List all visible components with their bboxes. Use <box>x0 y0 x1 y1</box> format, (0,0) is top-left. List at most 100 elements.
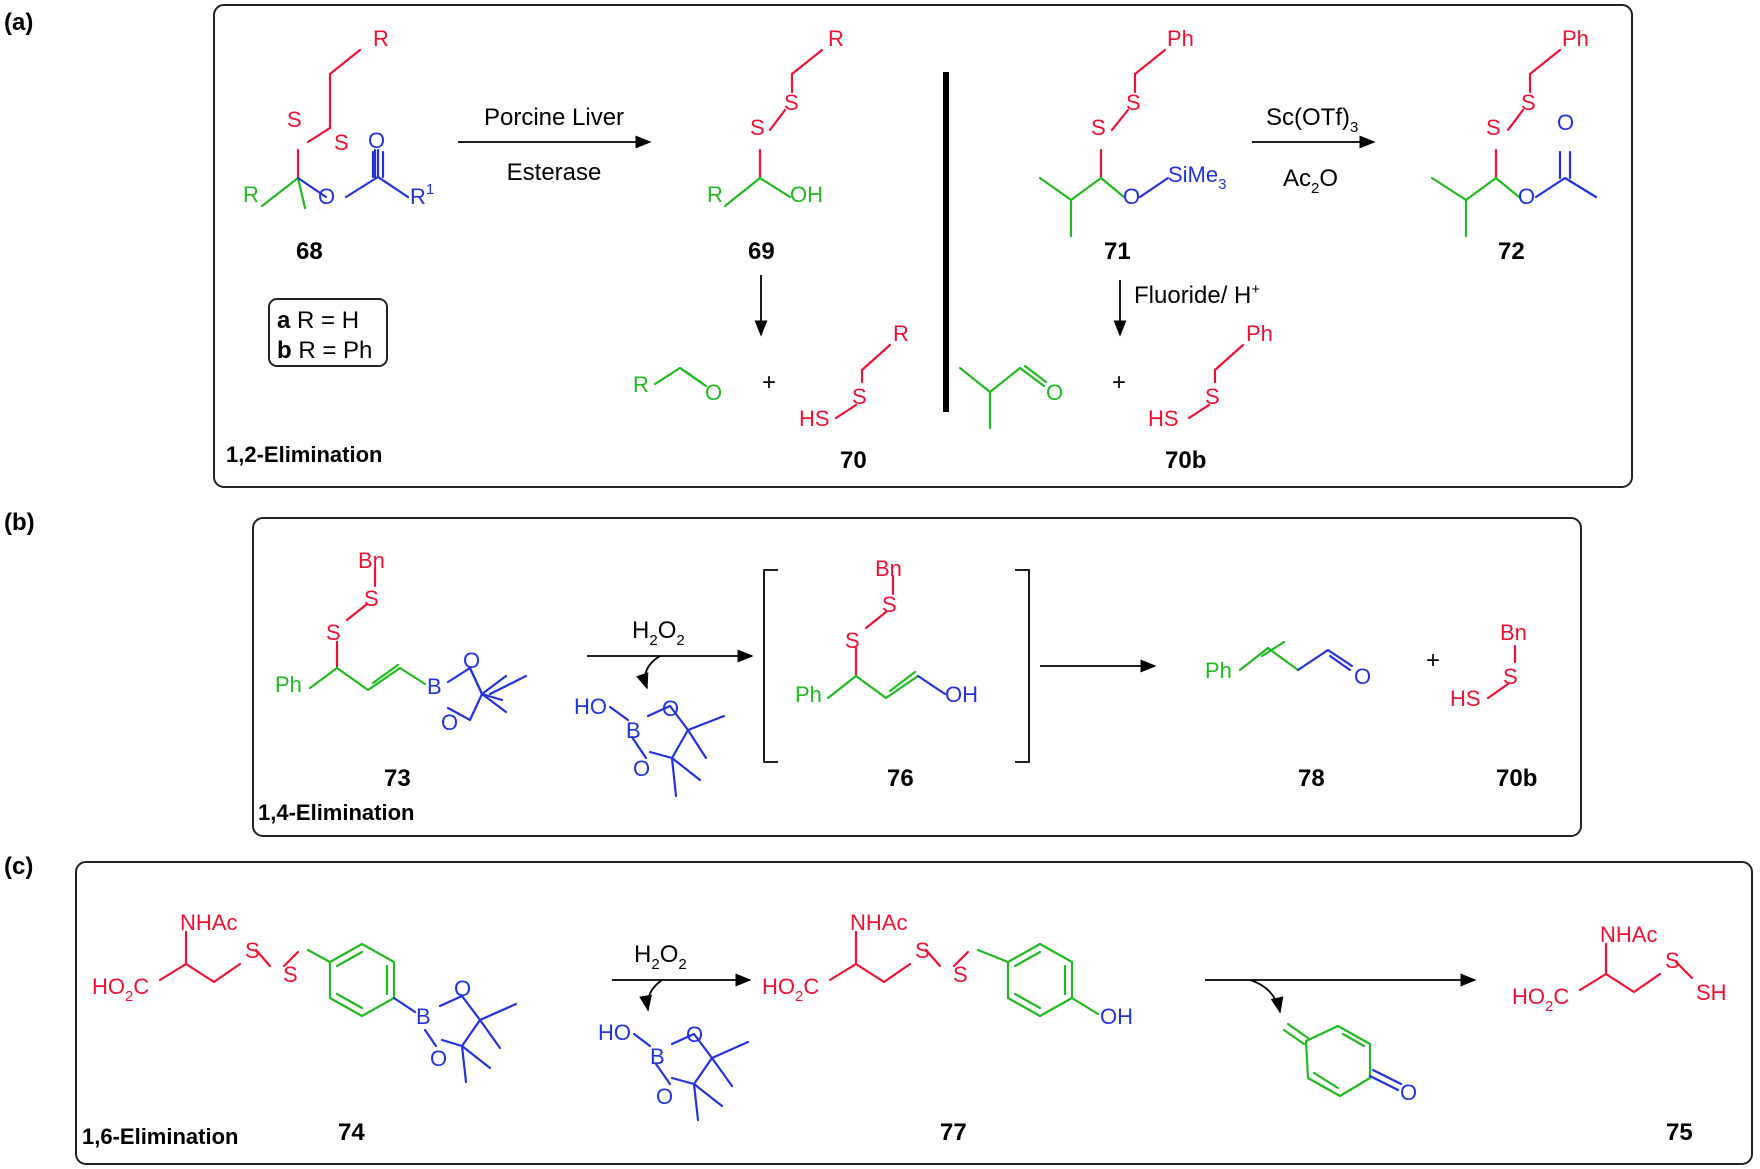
aldehyde-product-isobutyr: O <box>958 364 1063 430</box>
panel-a: (a) R S S R O O R1 68 a <box>4 4 1633 488</box>
compound-68: R S S R O O R1 68 <box>243 26 434 265</box>
panel-c-label: (c) <box>4 853 33 880</box>
atom-o: O <box>1400 1080 1417 1105</box>
bracket-left <box>763 569 778 763</box>
atom-s: S <box>245 938 260 963</box>
compound-number-75: 75 <box>1666 1119 1693 1146</box>
atom-o: O <box>1123 184 1140 209</box>
compound-76: Bn S S Ph OH 76 <box>795 556 978 792</box>
atom-b: B <box>416 1004 431 1029</box>
reagent-h2o2-b: H2O2 <box>632 617 685 649</box>
compound-number-70: 70 <box>840 447 867 474</box>
atom-o: O <box>441 710 458 735</box>
atom-oh: OH <box>1100 1004 1133 1029</box>
atom-ho2c: HO2C <box>92 974 149 1005</box>
atom-hs: HS <box>1450 686 1481 711</box>
compound-number-77: 77 <box>940 1119 967 1146</box>
compound-77: NHAc HO2C S S OH 77 <box>762 910 1133 1146</box>
atom-r1: R1 <box>410 181 434 209</box>
atom-o: O <box>368 128 385 153</box>
atom-s: S <box>326 620 341 645</box>
compound-number-76: 76 <box>887 765 914 792</box>
reagent-h2o2-c: H2O2 <box>634 941 687 973</box>
panel-b: (b) Bn S S Ph B O O 73 H2 <box>4 509 1582 837</box>
compound-71: Ph S S O SiMe3 71 <box>1038 26 1226 265</box>
atom-hs: HS <box>799 406 830 431</box>
atom-s: S <box>1665 948 1680 973</box>
atom-nhac: NHAc <box>180 910 237 935</box>
atom-s: S <box>845 628 860 653</box>
atom-s: S <box>915 938 930 963</box>
atom-bn: Bn <box>1500 620 1527 645</box>
atom-sime3: SiMe3 <box>1168 162 1226 193</box>
atom-r: R <box>633 372 649 397</box>
atom-ho: HO <box>574 694 607 719</box>
atom-sh: SH <box>1696 980 1727 1005</box>
curved-arrow-b <box>636 655 661 690</box>
atom-r: R <box>243 182 259 207</box>
atom-oh: OH <box>790 182 823 207</box>
atom-ph: Ph <box>1246 321 1273 346</box>
compound-69: R S S R OH 69 <box>707 26 844 265</box>
atom-r: R <box>828 26 844 51</box>
reagent-fluoride: Fluoride/ H+ <box>1134 281 1260 309</box>
atom-r: R <box>373 26 389 51</box>
atom-ph: Ph <box>275 672 302 697</box>
atom-ph: Ph <box>1167 26 1194 51</box>
atom-s: S <box>287 107 302 132</box>
panel-b-label: (b) <box>4 509 35 536</box>
atom-ho: HO <box>598 1020 631 1045</box>
atom-s: S <box>953 962 968 987</box>
compound-72: Ph S S O O 72 <box>1430 26 1598 265</box>
compound-75: NHAc HO2C S SH 75 <box>1512 922 1727 1146</box>
atom-ho2c: HO2C <box>1512 984 1569 1015</box>
atom-nhac: NHAc <box>850 910 907 935</box>
atom-o: O <box>656 1084 673 1109</box>
reagent-ac2o: Ac2O <box>1283 165 1338 197</box>
atom-o: O <box>1046 380 1063 405</box>
atom-o: O <box>463 648 480 673</box>
compound-number-78: 78 <box>1298 765 1325 792</box>
atom-b: B <box>427 674 442 699</box>
legend-b: b R = Ph <box>277 337 372 364</box>
aldehyde-product-a: R O <box>633 366 722 405</box>
atom-oh: OH <box>945 682 978 707</box>
panel-c-frame <box>75 861 1753 1165</box>
curved-arrow-c <box>639 979 663 1012</box>
panel-c: (c) NHAc HO2C S S B O O <box>4 853 1753 1165</box>
atom-ph: Ph <box>1205 658 1232 683</box>
mechanism-label-b: 1,4-Elimination <box>258 800 414 825</box>
atom-o: O <box>318 184 335 209</box>
plus-sign: + <box>762 369 776 396</box>
compound-74: NHAc HO2C S S B O O 74 <box>92 910 518 1146</box>
boronic-byproduct-b: HO B O O <box>574 694 726 798</box>
atom-ph: Ph <box>1562 26 1589 51</box>
compound-78: Ph O 78 <box>1205 640 1371 792</box>
atom-o: O <box>686 1022 703 1047</box>
atom-o: O <box>454 976 471 1001</box>
atom-o: O <box>633 756 650 781</box>
panel-b-frame <box>252 517 1582 837</box>
atom-nhac: NHAc <box>1600 922 1657 947</box>
reagent-porcine-liver: Porcine Liver <box>484 104 624 131</box>
boronic-byproduct-c: HO B O O <box>598 1020 750 1122</box>
atom-r: R <box>707 182 723 207</box>
compound-70: R S HS 70 <box>799 321 909 474</box>
atom-o: O <box>1354 664 1371 689</box>
atom-s: S <box>1521 90 1536 115</box>
atom-hs: HS <box>1148 406 1179 431</box>
plus-sign: + <box>1426 647 1440 674</box>
atom-s: S <box>364 586 379 611</box>
compound-number-69: 69 <box>748 238 775 265</box>
reagent-sc-otf3: Sc(OTf)3 <box>1266 104 1358 136</box>
atom-s: S <box>1486 115 1501 140</box>
compound-number-71: 71 <box>1104 238 1131 265</box>
atom-o: O <box>1518 184 1535 209</box>
panel-a-frame <box>213 4 1633 488</box>
compound-number-70b: 70b <box>1496 765 1537 792</box>
atom-ph: Ph <box>795 682 822 707</box>
compound-70b-a: Ph S HS 70b <box>1148 321 1273 474</box>
atom-o: O <box>705 380 722 405</box>
atom-s: S <box>1091 115 1106 140</box>
atom-ho2c: HO2C <box>762 974 819 1005</box>
